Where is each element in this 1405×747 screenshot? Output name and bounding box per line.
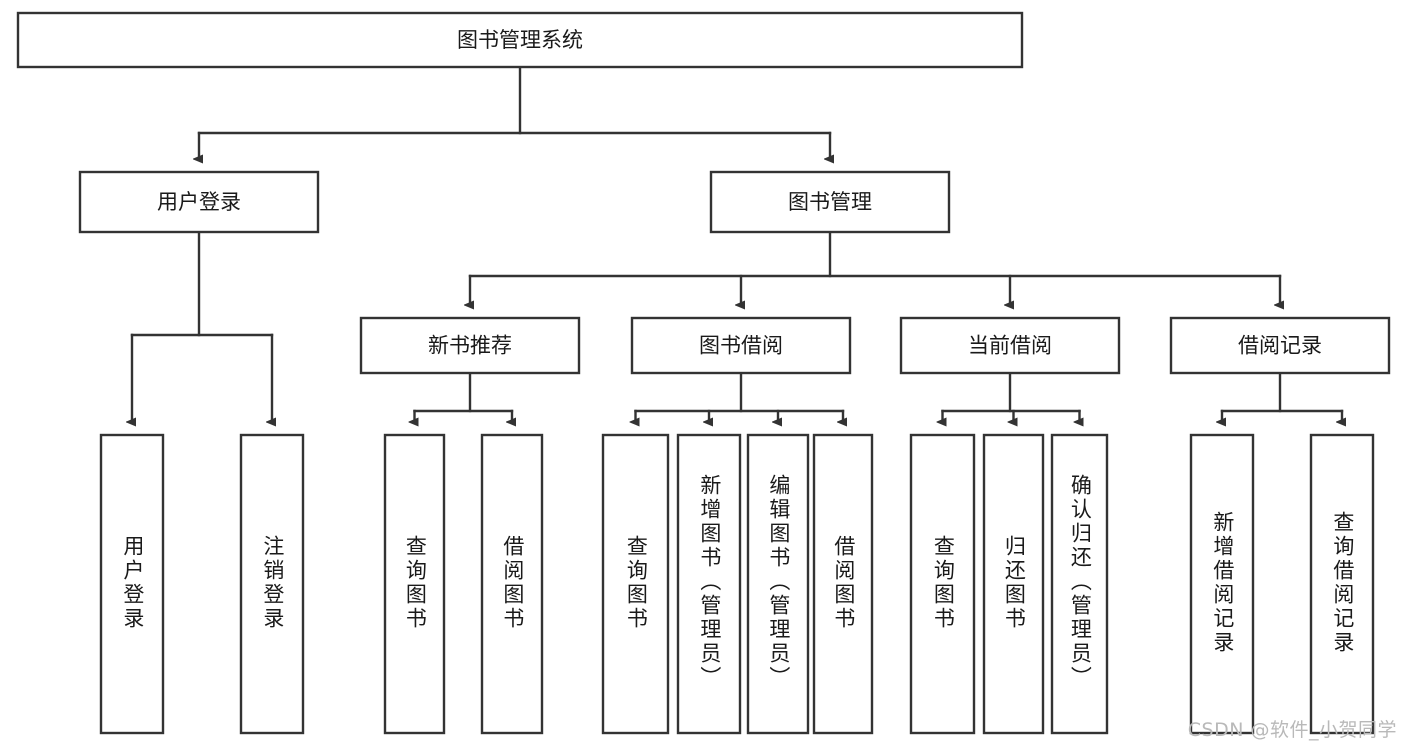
node-current-borrow[interactable]: 当前借阅: [899, 316, 1121, 375]
node-root-book-management-system[interactable]: 图书管理系统: [16, 11, 1024, 69]
watermark-text: CSDN @软件_小贺同学: [1187, 719, 1397, 741]
node-user-login[interactable]: 用户登录: [78, 170, 320, 234]
node-leaf-borrow-book-2[interactable]: [812, 433, 874, 735]
node-leaf-query-book-3[interactable]: [909, 433, 976, 735]
node-book-manage[interactable]: 图书管理: [709, 170, 951, 234]
node-leaf-return-book[interactable]: [982, 433, 1045, 735]
node-book-borrow[interactable]: 图书借阅: [630, 316, 852, 375]
node-label: 新书推荐: [428, 334, 512, 358]
node-borrow-record[interactable]: 借阅记录: [1169, 316, 1391, 375]
node-label: 用户登录: [157, 190, 241, 214]
node-leaf-add-record[interactable]: [1189, 433, 1255, 735]
node-leaf-query-book-1[interactable]: [383, 433, 446, 735]
node-leaf-query-record[interactable]: [1309, 433, 1375, 735]
node-label: 图书管理: [788, 190, 872, 214]
connector-layer: [132, 65, 1342, 422]
node-label: 借阅记录: [1238, 334, 1322, 358]
node-leaf-add-book[interactable]: [676, 433, 742, 735]
node-leaf-user-logout[interactable]: [239, 433, 305, 735]
node-label: 图书借阅: [699, 334, 783, 358]
node-label: 图书管理系统: [457, 28, 583, 52]
node-new-book-recommend[interactable]: 新书推荐: [359, 316, 581, 375]
node-leaf-borrow-book-1[interactable]: [480, 433, 544, 735]
node-leaf-edit-book[interactable]: [746, 433, 810, 735]
node-label: 当前借阅: [968, 334, 1052, 358]
node-leaf-user-login[interactable]: [99, 433, 165, 735]
node-leaf-confirm-return[interactable]: [1050, 433, 1109, 735]
node-leaf-query-book-2[interactable]: [601, 433, 670, 735]
